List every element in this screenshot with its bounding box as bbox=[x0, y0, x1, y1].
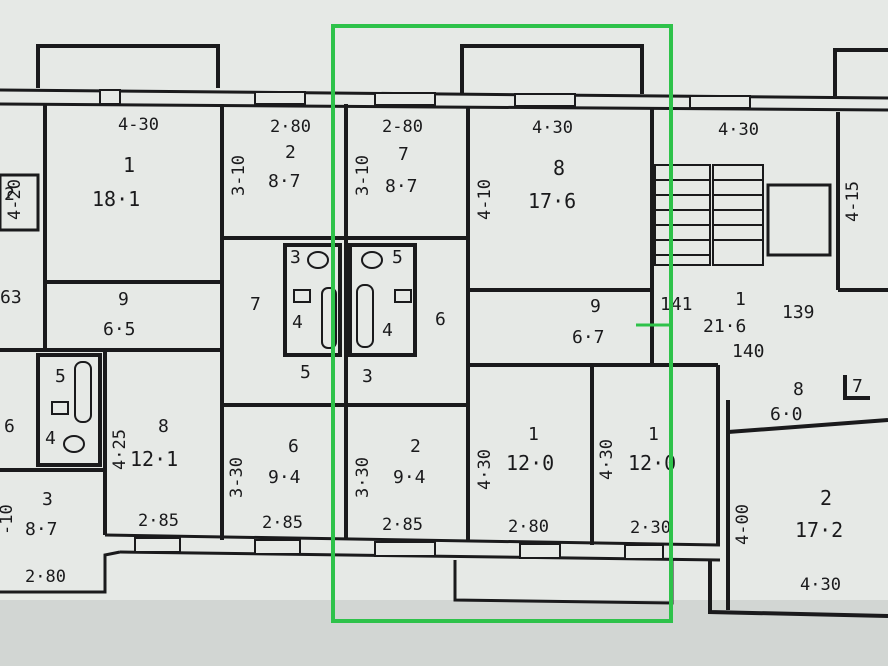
room-2-a-number: 2 bbox=[285, 142, 296, 163]
bathtub-icon bbox=[356, 284, 374, 348]
label-140: 140 bbox=[732, 341, 765, 362]
dim-bot-e: 2·30 bbox=[630, 518, 671, 538]
dim-side-e: 4-15 bbox=[843, 181, 863, 222]
page-edge-shadow bbox=[0, 600, 888, 666]
room-1-low-b-area: 12·0 bbox=[628, 451, 676, 475]
sink-icon bbox=[394, 289, 412, 303]
toilet-icon bbox=[307, 251, 329, 269]
dim-bot-d: 2·80 bbox=[508, 517, 549, 537]
room-9-mid-area: 6·7 bbox=[572, 327, 605, 348]
label-2-left: 2 bbox=[4, 184, 15, 205]
windows bbox=[99, 89, 751, 560]
room-labels: 1 18·1 2 8·7 7 8·7 8 17·6 9 6·5 9 6·7 1 … bbox=[25, 142, 843, 542]
fixtures bbox=[51, 251, 412, 453]
dim-top-a: 4-30 bbox=[118, 115, 159, 135]
room-1-low-a-area: 12·0 bbox=[506, 451, 554, 475]
room-7-top-number: 7 bbox=[398, 144, 409, 165]
label-7-right: 7 bbox=[852, 376, 863, 397]
label-3: 3 bbox=[290, 247, 301, 268]
room-2-right-number: 2 bbox=[820, 486, 832, 510]
stair-treads bbox=[655, 179, 763, 256]
bathtub-icon bbox=[321, 287, 337, 349]
dim-bot-left: 2·80 bbox=[25, 567, 66, 587]
sink-icon bbox=[51, 401, 69, 415]
room-3-left-area: 8·7 bbox=[25, 519, 58, 540]
label-4b: 4 bbox=[382, 320, 393, 341]
room-3-left-number: 3 bbox=[42, 489, 53, 510]
dim-side-d: 4-10 bbox=[475, 179, 495, 220]
room-1-left-area: 18·1 bbox=[92, 187, 140, 211]
room-8-right-area: 6·0 bbox=[770, 404, 803, 425]
dim-top-d: 4·30 bbox=[532, 118, 573, 138]
label-6-left: 6 bbox=[4, 416, 15, 437]
toilet-icon bbox=[361, 251, 383, 269]
room-8-left-number: 8 bbox=[158, 416, 169, 437]
room-9-left-number: 9 bbox=[118, 289, 129, 310]
label-63: 63 bbox=[0, 287, 22, 308]
label-5c: 5 bbox=[55, 366, 66, 387]
sink-icon bbox=[293, 289, 311, 303]
room-2-right-area: 17·2 bbox=[795, 518, 843, 542]
label-6: 6 bbox=[435, 309, 446, 330]
room-7-top-area: 8·7 bbox=[385, 176, 418, 197]
dim-side-j: 4·30 bbox=[597, 439, 617, 480]
dimension-labels: 4-30 2·80 2-80 4·30 4·30 2·85 2·85 2·85 … bbox=[0, 115, 863, 595]
dim-side-c: 3-10 bbox=[353, 155, 373, 196]
dim-side-a: 4-20 bbox=[5, 179, 25, 220]
dim-top-c: 2-80 bbox=[382, 117, 423, 137]
label-3b: 3 bbox=[362, 366, 373, 387]
dim-side-g: 3-30 bbox=[227, 457, 247, 498]
room-8-right-number: 8 bbox=[793, 379, 804, 400]
room-6-lower-number: 6 bbox=[288, 436, 299, 457]
dim-top-e: 4·30 bbox=[718, 120, 759, 140]
dim-side-k: 4-00 bbox=[733, 504, 753, 545]
room-1-right-area: 21·6 bbox=[703, 316, 746, 337]
label-139: 139 bbox=[782, 302, 815, 323]
dim-side-l: -10 bbox=[0, 504, 17, 535]
room-9-mid-number: 9 bbox=[590, 296, 601, 317]
dim-side-b: 3-10 bbox=[229, 155, 249, 196]
dim-bot-b: 2·85 bbox=[262, 513, 303, 533]
room-2-lower-area: 9·4 bbox=[393, 467, 426, 488]
room-8-top-area: 17·6 bbox=[528, 189, 576, 213]
dim-bot-right: 4·30 bbox=[800, 575, 841, 595]
dim-side-h: 3·30 bbox=[353, 457, 373, 498]
label-5b: 5 bbox=[300, 362, 311, 383]
bathtub-icon bbox=[74, 361, 92, 423]
room-1-right-number: 1 bbox=[735, 289, 746, 310]
room-1-low-b-number: 1 bbox=[648, 424, 659, 445]
toilet-icon bbox=[63, 435, 85, 453]
dim-side-f: 4·25 bbox=[110, 429, 130, 470]
room-6-lower-area: 9·4 bbox=[268, 467, 301, 488]
small-labels: 3 5 7 4 4 6 5 3 63 5 4 6 2 7 141 139 140 bbox=[0, 184, 863, 449]
dim-bot-c: 2·85 bbox=[382, 515, 423, 535]
room-1-left-number: 1 bbox=[123, 153, 135, 177]
dim-side-i: 4·30 bbox=[475, 449, 495, 490]
room-8-top-number: 8 bbox=[553, 156, 565, 180]
dim-top-b: 2·80 bbox=[270, 117, 311, 137]
label-4a: 4 bbox=[292, 312, 303, 333]
walls bbox=[0, 44, 888, 618]
label-4c: 4 bbox=[45, 428, 56, 449]
room-1-low-a-number: 1 bbox=[528, 424, 539, 445]
dim-bot-a: 2·85 bbox=[138, 511, 179, 531]
room-2-a-area: 8·7 bbox=[268, 171, 301, 192]
room-9-left-area: 6·5 bbox=[103, 319, 136, 340]
label-5a: 5 bbox=[392, 247, 403, 268]
room-8-left-area: 12·1 bbox=[130, 447, 178, 471]
label-7: 7 bbox=[250, 294, 261, 315]
label-141: 141 bbox=[660, 294, 693, 315]
room-2-lower-number: 2 bbox=[410, 436, 421, 457]
